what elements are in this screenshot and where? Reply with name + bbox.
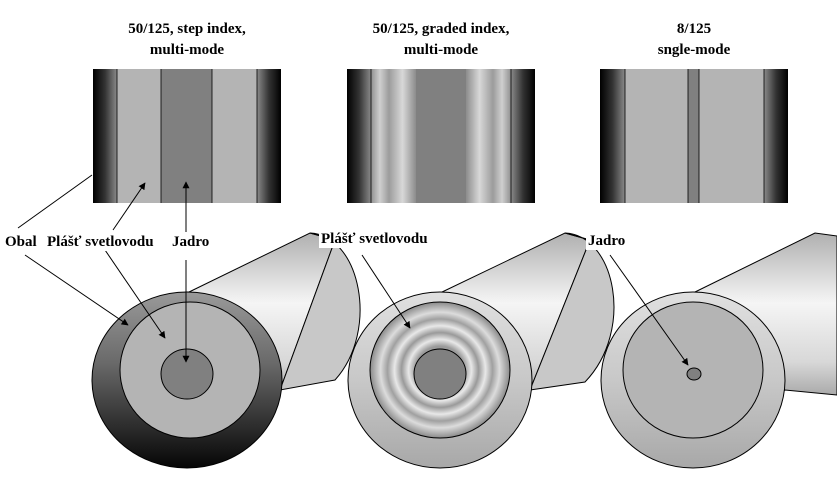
label-core-3: Jadro (586, 232, 628, 250)
arrow-core-3 (609, 254, 689, 366)
cylinder-step-index (91, 232, 361, 469)
title-single-mode-line2: sngle-mode (657, 42, 731, 58)
profile-single-mode (600, 69, 788, 203)
label-core: Jadro (170, 233, 212, 251)
title-graded-index-line1: 50/125, graded index, (372, 21, 510, 37)
title-step-index-line1: 50/125, step index, (128, 21, 246, 37)
title-step-index: 50/125, step index, multi-mode (67, 19, 307, 61)
arrow-jacket (24, 254, 129, 326)
pointer-arrows (17, 174, 689, 366)
title-single-mode-line1: 8/125 (676, 21, 712, 37)
title-single-mode: 8/125 sngle-mode (574, 19, 814, 61)
arrow-cladding (104, 249, 166, 339)
title-step-index-line2: multi-mode (149, 42, 225, 58)
title-graded-index-line2: multi-mode (403, 42, 479, 58)
arrow-cladding-2 (361, 254, 411, 329)
profile-graded-index (347, 69, 535, 203)
cylinder-single-mode (600, 232, 837, 469)
cylinder-graded-index (347, 232, 615, 469)
label-jacket: Obal (3, 233, 39, 251)
arrow-cladding-profile (112, 182, 146, 231)
label-cladding-2: Plášť svetlovodu (319, 230, 430, 248)
title-graded-index: 50/125, graded index, multi-mode (321, 19, 561, 61)
label-cladding: Plášť svetlovodu (45, 233, 156, 251)
arrow-jacket-profile (17, 174, 93, 229)
profile-step-index (93, 69, 281, 203)
